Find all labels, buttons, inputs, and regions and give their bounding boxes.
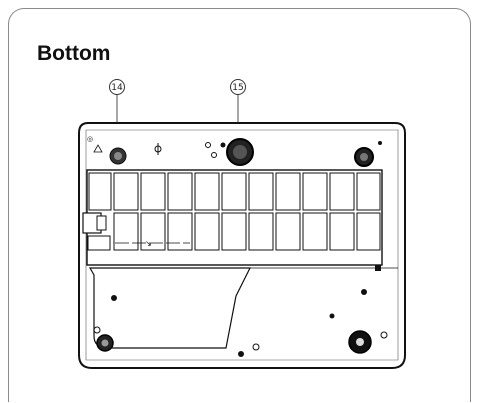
callout-15: 15 — [230, 79, 246, 95]
section-frame — [8, 8, 471, 402]
svg-text:◎: ◎ — [87, 135, 93, 143]
section-title: Bottom — [37, 42, 111, 65]
svg-text:↘: ↘ — [145, 239, 152, 248]
warning-icon — [93, 144, 103, 153]
filter-cover-vents — [86, 169, 383, 266]
callout-14: 14 — [109, 79, 125, 95]
